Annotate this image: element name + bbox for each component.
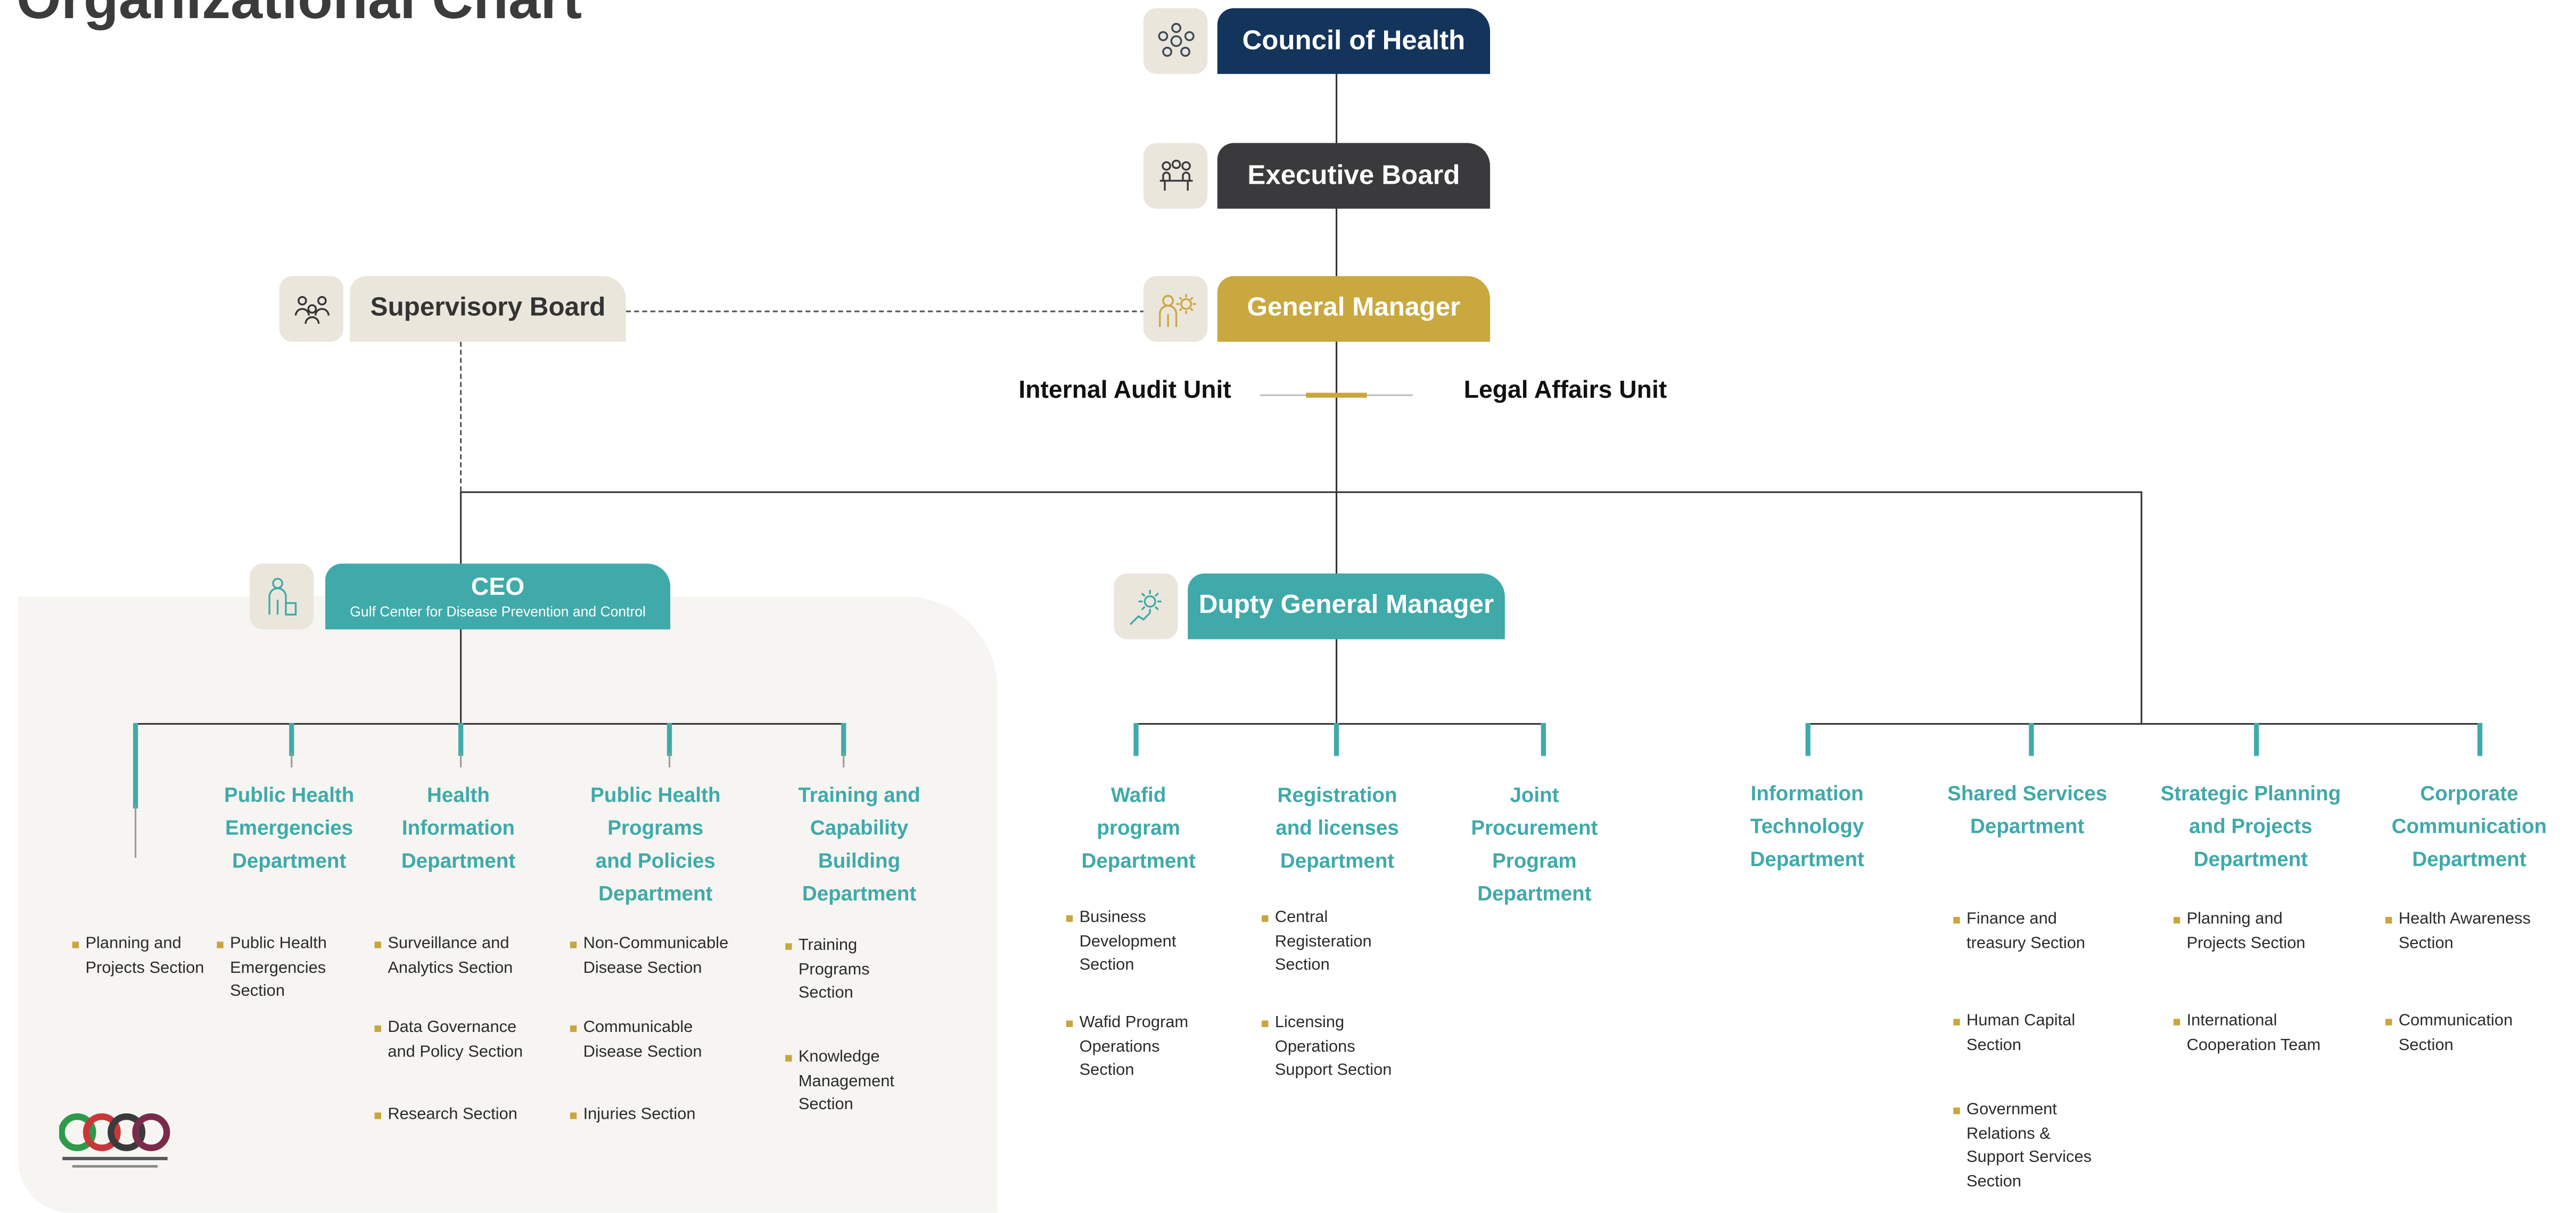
spine-line xyxy=(1335,73,1338,723)
person-icon xyxy=(250,563,314,629)
dept-public-health-programs[interactable]: Public Health Programs and Policies Depa… xyxy=(590,784,721,906)
section-item: International Cooperation Team xyxy=(2174,1011,2320,1059)
ceo-sublabel: Gulf Center for Disease Prevention and C… xyxy=(350,602,646,619)
dept-strategic-planning[interactable]: Strategic Planning and Projects Departme… xyxy=(2160,782,2341,871)
level-connector-line xyxy=(460,491,2143,493)
deputy-general-manager-node[interactable]: Dupty General Manager xyxy=(1188,573,1505,640)
section-item: Business Development Section xyxy=(1066,907,1176,979)
legal-affairs-unit[interactable]: Legal Affairs Unit xyxy=(1463,376,1667,405)
section-item: Data Governance and Policy Section xyxy=(374,1017,523,1065)
meeting-icon xyxy=(1143,143,1208,209)
council-of-health-label: Council of Health xyxy=(1242,25,1466,55)
executive-board-node[interactable]: Executive Board xyxy=(1217,143,1491,209)
general-manager-label: General Manager xyxy=(1247,294,1461,322)
internal-audit-unit[interactable]: Internal Audit Unit xyxy=(1018,376,1231,405)
dgm-dept-tick xyxy=(1133,723,1139,756)
section-item: Public Health Emergencies Section xyxy=(217,933,327,1005)
gear-person-icon xyxy=(1114,573,1178,640)
dept-training-capability[interactable]: Training and Capability Building Departm… xyxy=(798,784,920,906)
ceo-dept-tick xyxy=(841,723,846,756)
ceo-dept-tick-tail xyxy=(460,752,462,768)
gm-dept-tick xyxy=(2029,723,2034,756)
section-item: Government Relations & Support Services … xyxy=(1953,1100,2092,1195)
ceo-dept-tick xyxy=(289,723,294,756)
dept-corporate-communication[interactable]: Corporate Communication Department xyxy=(2391,782,2547,871)
executive-board-label: Executive Board xyxy=(1247,160,1460,190)
dept-joint-procurement[interactable]: Joint Procurement Program Department xyxy=(1471,784,1598,906)
section-item: Research Section xyxy=(374,1104,517,1128)
ceo-node[interactable]: CEO Gulf Center for Disease Prevention a… xyxy=(325,563,671,629)
ceo-dept-tick-tail xyxy=(291,752,293,768)
dgm-dept-bus xyxy=(1135,723,1546,725)
section-item: Licensing Operations Support Section xyxy=(1262,1012,1392,1084)
dept-health-information[interactable]: Health Information Department xyxy=(401,784,516,873)
gm-depts-drop-line xyxy=(2141,491,2143,723)
deputy-general-manager-label: Dupty General Manager xyxy=(1198,591,1494,620)
page-title: Organizational Chart xyxy=(17,0,582,28)
ceo-dept-tick xyxy=(458,723,464,756)
dept-registration-licenses[interactable]: Registration and licenses Department xyxy=(1275,784,1399,873)
ceo-dept-tick-tail xyxy=(135,805,137,858)
dept-public-health-emergencies[interactable]: Public Health Emergencies Department xyxy=(224,784,355,873)
dept-wafid-program[interactable]: Wafid program Department xyxy=(1081,784,1196,873)
gm-dept-tick xyxy=(2254,723,2259,756)
ceo-dept-tick xyxy=(666,723,672,756)
section-item: Communication Section xyxy=(2385,1011,2513,1059)
ceo-dept-tick-tail xyxy=(669,752,671,768)
gcdc-logo xyxy=(58,1111,177,1176)
supervisory-dashed-drop xyxy=(460,341,462,491)
section-item: Communicable Disease Section xyxy=(570,1017,702,1065)
gm-dept-tick xyxy=(1805,723,1810,756)
section-item: Central Registeration Section xyxy=(1262,907,1372,979)
gm-dept-tick xyxy=(2477,723,2483,756)
section-item: Knowledge Management Section xyxy=(785,1047,894,1119)
manager-gear-icon xyxy=(1143,276,1208,342)
ceo-panel-background xyxy=(18,596,998,1213)
section-item: Injuries Section xyxy=(570,1104,696,1128)
section-item: Surveillance and Analytics Section xyxy=(374,933,513,981)
section-item: Training Programs Section xyxy=(785,935,870,1007)
general-manager-node[interactable]: General Manager xyxy=(1217,276,1491,342)
section-item: Finance and treasury Section xyxy=(1953,909,2085,957)
ceo-dept-tick xyxy=(133,723,138,809)
gm-dept-bus xyxy=(1807,723,2483,725)
section-item: Planning and Projects Section xyxy=(2173,909,2306,957)
units-accent xyxy=(1306,392,1367,398)
supervisory-board-node[interactable]: Supervisory Board xyxy=(350,276,626,342)
section-item: Health Awareness Section xyxy=(2385,909,2531,957)
ceo-dept-bus xyxy=(135,723,846,725)
section-item: Planning and Projects Section xyxy=(72,933,204,981)
section-item: Non-Communicable Disease Section xyxy=(570,933,728,981)
dept-information-technology[interactable]: Information Technology Department xyxy=(1750,782,1864,871)
section-item: Human Capital Section xyxy=(1953,1011,2075,1059)
network-icon xyxy=(1143,8,1208,74)
dgm-dept-tick xyxy=(1334,723,1339,756)
section-item: Wafid Program Operations Section xyxy=(1066,1012,1188,1084)
dgm-dept-tick xyxy=(1541,723,1546,756)
ceo-dept-tick-tail xyxy=(843,752,845,768)
dept-shared-services[interactable]: Shared Services Department xyxy=(1947,782,2108,838)
group-icon xyxy=(279,276,343,342)
ceo-label: CEO xyxy=(471,572,525,601)
supervisory-board-label: Supervisory Board xyxy=(370,294,606,322)
supervisory-dashed-link xyxy=(626,310,1146,313)
council-of-health-node[interactable]: Council of Health xyxy=(1217,8,1491,74)
